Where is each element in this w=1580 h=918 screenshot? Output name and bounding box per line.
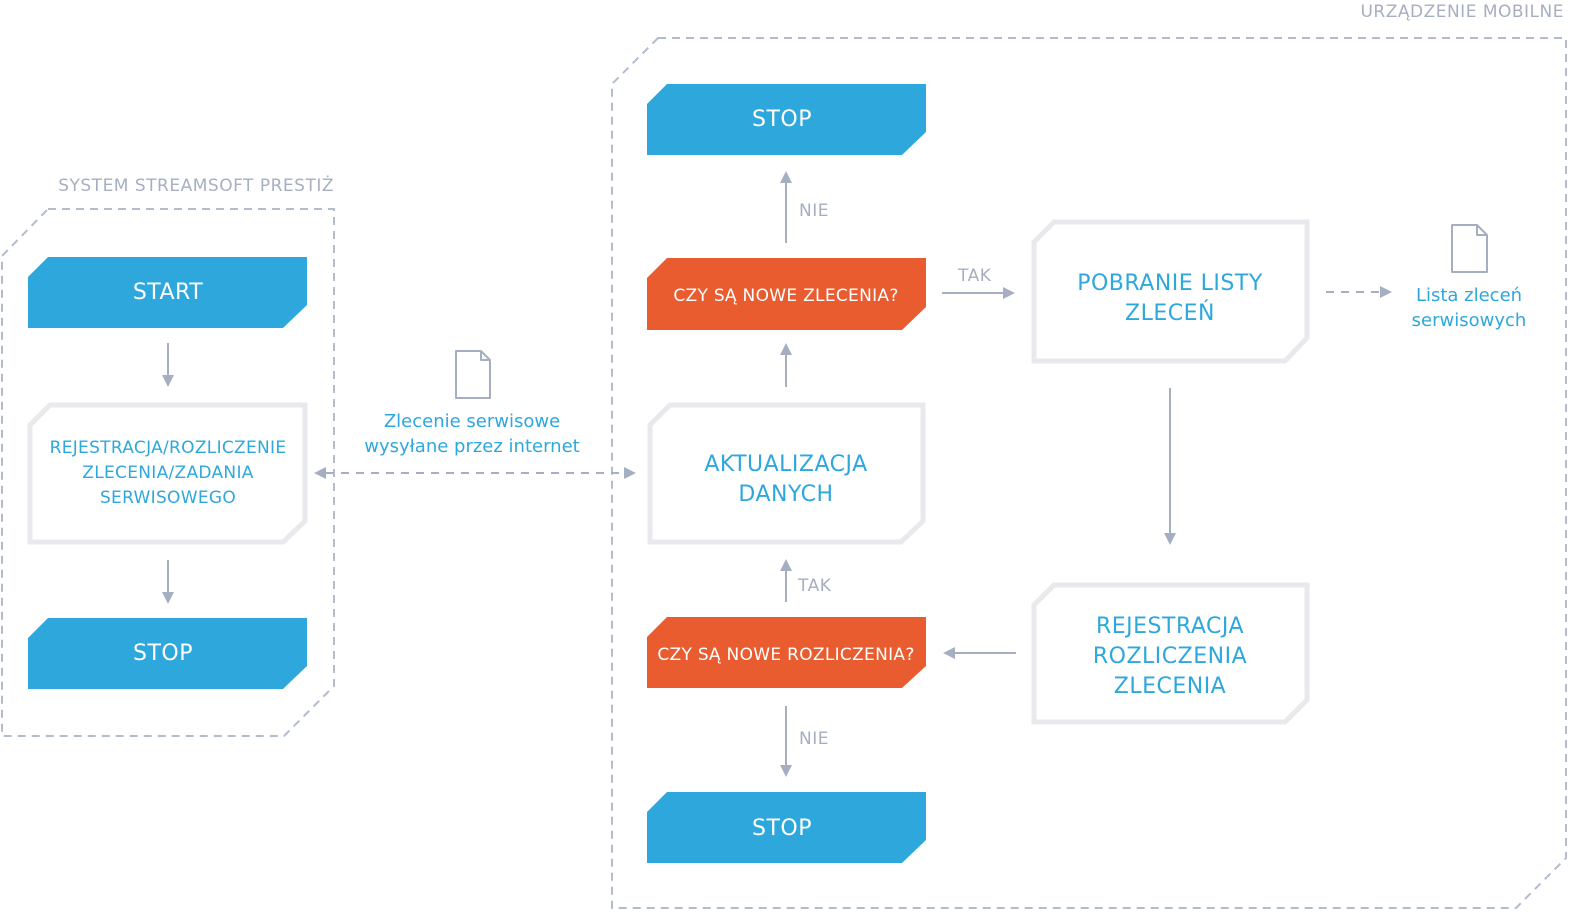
stop-top-box — [647, 84, 926, 155]
download-line-2: ZLECEŃ — [1125, 300, 1215, 326]
arrow-head — [780, 765, 792, 777]
label-no-top: NIE — [799, 201, 829, 221]
start-box — [28, 257, 307, 328]
download-line-1: POBRANIE LISTY — [1077, 271, 1263, 296]
region-right-frame — [611, 37, 1567, 909]
stop-top-label: STOP — [752, 107, 812, 132]
update-line-1: AKTUALIZACJA — [704, 452, 867, 477]
register-right-line-1: REJESTRACJA — [1096, 614, 1244, 639]
output-document-icon — [1451, 224, 1488, 273]
stop-left-label: STOP — [133, 641, 193, 666]
stop-bottom-box — [647, 792, 926, 863]
register-left-line-2: ZLECENIA/ZADANIA — [82, 463, 253, 483]
register-left-line-1: REJESTRACJA/ROZLICZENIE — [50, 438, 287, 458]
region-left-label: SYSTEM STREAMSOFT PRESTIŻ — [58, 175, 334, 196]
output-doc-line-1: Lista zleceń — [1416, 285, 1522, 306]
stop-left-box — [28, 618, 307, 689]
question-settlements-label: CZY SĄ NOWE ROZLICZENIA? — [657, 645, 914, 665]
question-orders-box — [647, 258, 926, 330]
arrow-head — [943, 647, 955, 659]
arrow-head — [780, 559, 792, 571]
output-doc-line-2: serwisowych — [1412, 310, 1527, 331]
arrow-head — [1380, 286, 1392, 298]
label-no-bottom: NIE — [799, 729, 829, 749]
transfer-caption-line-2: wysyłane przez internet — [364, 436, 579, 457]
register-left-box — [27, 402, 308, 545]
update-box — [647, 402, 926, 545]
start-label: START — [133, 280, 203, 305]
update-line-2: DANYCH — [738, 482, 833, 507]
arrow-head — [780, 343, 792, 355]
register-right-box — [1031, 582, 1310, 725]
register-right-line-2: ROZLICZENIA — [1093, 644, 1247, 669]
download-box — [1031, 219, 1310, 364]
register-right-line-3: ZLECENIA — [1114, 674, 1227, 699]
question-orders-label: CZY SĄ NOWE ZLECENIA? — [673, 286, 898, 306]
region-right-label: URZĄDZENIE MOBILNE — [1360, 2, 1564, 22]
document-icon — [455, 350, 491, 399]
arrow-head — [162, 592, 174, 604]
stop-bottom-label: STOP — [752, 816, 812, 841]
arrow-head — [314, 467, 326, 479]
arrow-head — [624, 467, 636, 479]
arrow-head — [1164, 533, 1176, 545]
arrow-head — [780, 171, 792, 183]
region-left-frame — [0, 208, 335, 737]
label-yes-right: TAK — [957, 266, 992, 286]
register-left-line-3: SERWISOWEGO — [100, 488, 236, 508]
transfer-caption-line-1: Zlecenie serwisowe — [384, 411, 560, 432]
arrow-head — [1003, 287, 1015, 299]
question-settlements-box — [647, 617, 926, 688]
arrow-head — [162, 375, 174, 387]
label-yes-up: TAK — [797, 576, 832, 596]
